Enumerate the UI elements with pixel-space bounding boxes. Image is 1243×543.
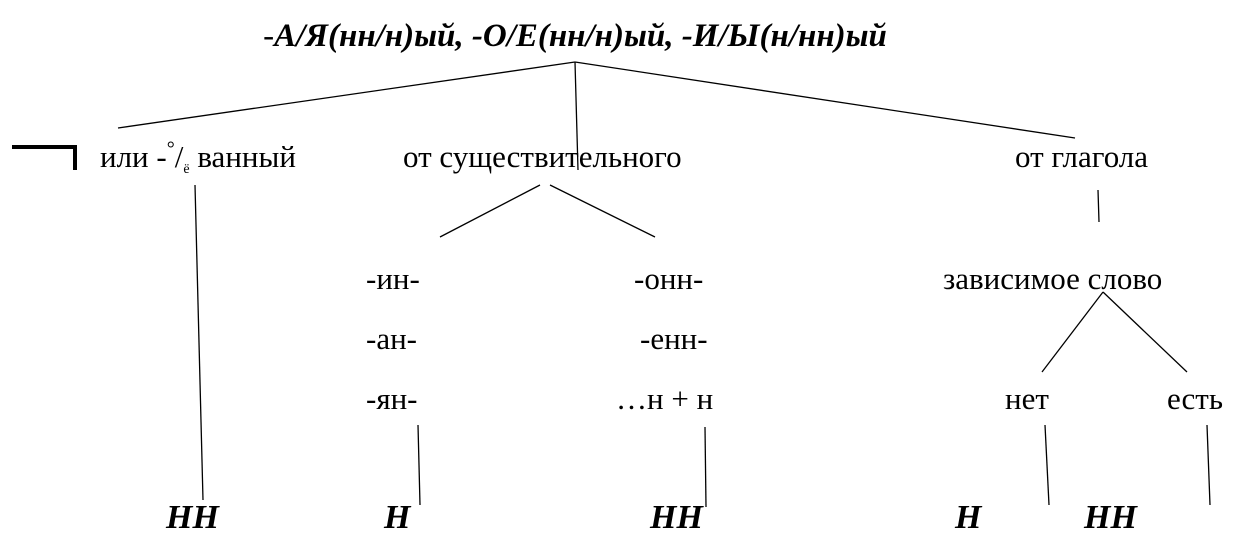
suffix-in: -ин- — [366, 261, 420, 296]
result-verb-yes: НН — [1084, 499, 1137, 536]
degree-sign: ° — [166, 138, 175, 160]
suffix-n-plus-n: …н + н — [616, 381, 714, 416]
line-dependent-to-yes — [1102, 291, 1188, 373]
title-text: А/Я(нн/н)ый, -О/Е(нн/н)ый, -И/Ы(н/нн)ый — [274, 18, 887, 54]
dependent-word-no: нет — [1005, 381, 1049, 416]
result-left: НН — [166, 499, 219, 536]
suffix-an: -ан- — [366, 321, 417, 356]
line-verb-to-dependent — [1097, 189, 1100, 223]
line-yes-to-result — [1206, 424, 1211, 506]
negation-icon — [12, 145, 77, 170]
line-title-to-middle — [574, 61, 579, 171]
branch-left-label: или -°/ё ванный — [100, 138, 296, 182]
diagram-title: -А/Я(нн/н)ый, -О/Е(нн/н)ый, -И/Ы(н/нн)ый — [0, 18, 1150, 54]
title-dash: - — [263, 18, 275, 54]
line-title-to-left — [117, 61, 576, 129]
suffix-yan: -ян- — [366, 381, 418, 416]
line-no-to-result — [1044, 424, 1050, 506]
suffix-onn: -онн- — [634, 261, 704, 296]
result-double-n: НН — [650, 499, 703, 536]
line-double-n-to-result — [704, 426, 707, 508]
branch-left-suffix: ванный — [189, 139, 296, 174]
dependent-word-label: зависимое слово — [943, 261, 1163, 296]
line-dependent-to-no — [1041, 291, 1104, 373]
line-noun-to-single-n — [439, 184, 541, 238]
letter-yo: ё — [183, 162, 190, 177]
dependent-word-yes: есть — [1167, 381, 1223, 416]
result-verb-no: Н — [955, 499, 982, 536]
branch-noun-label: от существительного — [403, 139, 682, 174]
slash: / — [174, 139, 184, 174]
line-single-n-to-result — [417, 424, 421, 506]
line-noun-to-double-n — [549, 184, 656, 238]
result-single-n: Н — [384, 499, 411, 536]
suffix-enn: -енн- — [640, 321, 708, 356]
branch-left-prefix: или - — [100, 139, 167, 174]
line-left-to-result — [194, 184, 204, 501]
line-title-to-right — [574, 61, 1076, 139]
branch-verb-label: от глагола — [1015, 139, 1149, 174]
